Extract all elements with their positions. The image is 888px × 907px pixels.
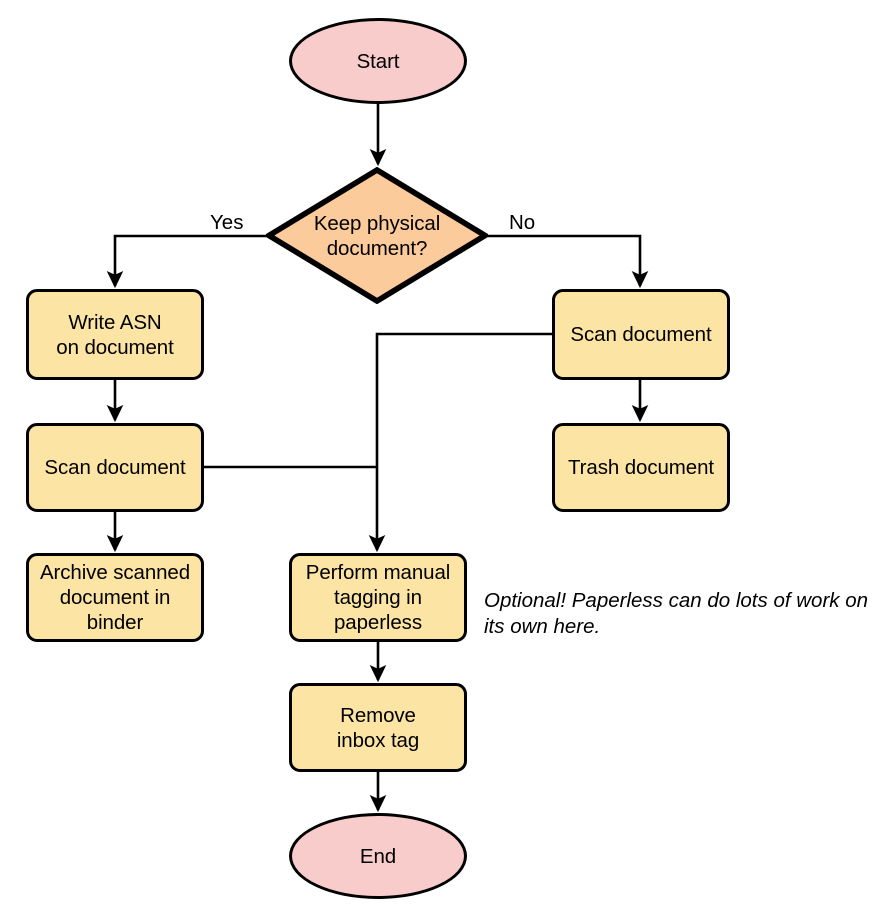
edge-label-yes: Yes (210, 211, 244, 234)
annotation-optional-note: Optional! Paperless can do lots of work … (484, 588, 888, 640)
node-write-asn-on-document[interactable]: Write ASN on document (26, 289, 204, 380)
node-perform-manual-tagging-label-line1: Perform manual (305, 561, 451, 584)
node-decision-label-line2: document? (326, 236, 428, 260)
node-trash-document-label: Trash document (568, 456, 714, 479)
node-perform-manual-tagging-label: Perform manual tagging in paperless (305, 560, 451, 635)
node-scan-document-right[interactable]: Scan document (552, 289, 730, 380)
node-trash-document[interactable]: Trash document (552, 423, 730, 512)
node-end-label: End (359, 844, 397, 868)
node-scan-document-left[interactable]: Scan document (26, 423, 204, 512)
node-remove-inbox-tag[interactable]: Remove inbox tag (289, 683, 467, 772)
node-archive-scanned-label-line1: Archive scanned (39, 561, 191, 584)
node-start[interactable]: Start (289, 18, 467, 104)
node-scan-document-left-label: Scan document (44, 456, 186, 479)
node-perform-manual-tagging-label-line2: tagging in (334, 586, 422, 609)
node-archive-scanned-label-line3: binder (86, 611, 144, 634)
edge-decision-no-to-scan-right (488, 234, 649, 289)
node-scan-document-right-label: Scan document (570, 323, 712, 346)
node-remove-inbox-tag-label-line1: Remove (340, 703, 416, 727)
node-end[interactable]: End (289, 813, 467, 899)
annotation-optional-note-line1: Optional! Paperless can do lots of work … (484, 589, 869, 612)
annotation-optional-note-line2: its own here. (484, 615, 601, 638)
node-start-label: Start (356, 49, 400, 73)
node-archive-scanned-document[interactable]: Archive scanned document in binder (26, 553, 204, 642)
node-write-asn-label-line1: Write ASN (68, 310, 162, 334)
node-remove-inbox-tag-label: Remove inbox tag (337, 703, 419, 753)
edge-scan-right-to-manual-tagging (368, 332, 552, 553)
node-write-asn-label: Write ASN on document (56, 310, 174, 360)
node-remove-inbox-tag-label-line2: inbox tag (336, 728, 420, 752)
edge-decision-yes-to-write-asn (106, 234, 266, 289)
node-decision-label: Keep physical document? (314, 211, 440, 261)
node-perform-manual-tagging-label-line3: paperless (334, 611, 422, 634)
diamond-shape (266, 167, 488, 304)
node-archive-scanned-label: Archive scanned document in binder (40, 560, 190, 635)
node-decision-keep-physical-document[interactable]: Keep physical document? (266, 167, 488, 304)
node-perform-manual-tagging[interactable]: Perform manual tagging in paperless (289, 553, 467, 642)
node-decision-label-line1: Keep physical (313, 211, 441, 235)
node-archive-scanned-label-line2: document in (59, 586, 171, 609)
edge-label-no: No (509, 211, 536, 234)
node-write-asn-label-line2: on document (56, 335, 174, 359)
